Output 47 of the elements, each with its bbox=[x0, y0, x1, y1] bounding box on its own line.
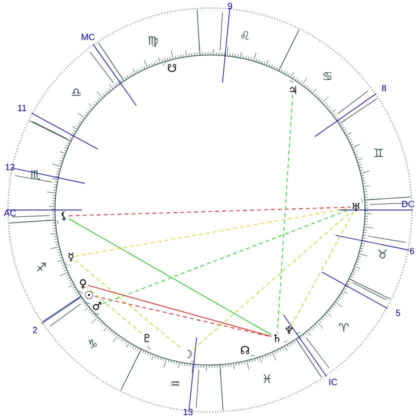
zodiac-sign: ♋ bbox=[323, 72, 332, 80]
planet-glyph: ☿ bbox=[68, 252, 74, 262]
aspect-line bbox=[291, 211, 354, 326]
planet-glyph: ♆ bbox=[285, 326, 292, 334]
zodiac-sign: ♌ bbox=[241, 31, 249, 40]
aspect-line bbox=[87, 288, 142, 334]
planet-glyph: ♇ bbox=[144, 334, 150, 342]
house-number: 12 bbox=[6, 164, 15, 170]
planet-glyph: ♅ bbox=[352, 203, 360, 211]
zodiac-sign: ♐ bbox=[37, 262, 46, 272]
aspect-line bbox=[87, 284, 272, 337]
house-number: DC bbox=[402, 200, 414, 208]
aspect-line bbox=[74, 260, 183, 350]
aspect-line bbox=[74, 208, 351, 257]
house-number: AC bbox=[4, 210, 16, 216]
house-number: 11 bbox=[18, 104, 26, 112]
house-number: 9 bbox=[228, 2, 232, 10]
aspect-line bbox=[68, 218, 272, 336]
zodiac-sign: ♈ bbox=[338, 323, 349, 332]
planet-glyph: ☽ bbox=[187, 350, 192, 358]
zodiac-sign: ♏ bbox=[30, 170, 40, 180]
house-number: MC bbox=[82, 34, 95, 40]
planet-glyph: ☊ bbox=[240, 346, 250, 354]
zodiac-sign: ♓ bbox=[264, 374, 271, 383]
planet-glyph: ☉ bbox=[85, 291, 93, 299]
planet-glyph: ☋ bbox=[168, 64, 176, 72]
planet-glyph: ♀ bbox=[80, 279, 86, 289]
house-number: 13 bbox=[184, 408, 193, 416]
planet-glyph: ⚸ bbox=[62, 211, 66, 221]
zodiac-sign: ♊ bbox=[374, 148, 383, 158]
zodiac-sign: ♑ bbox=[88, 339, 97, 348]
zodiac-sign: ♎ bbox=[72, 88, 81, 96]
house-number: 8 bbox=[382, 84, 386, 92]
house-number: 2 bbox=[32, 326, 38, 334]
house-number: IC bbox=[329, 378, 338, 386]
house-number: 5 bbox=[396, 310, 400, 316]
planet-glyph: ♄ bbox=[274, 334, 280, 342]
aspect-line bbox=[276, 94, 294, 334]
aspect-line bbox=[102, 208, 351, 304]
zodiac-sign: ♉ bbox=[378, 250, 387, 258]
aspect-line bbox=[193, 211, 351, 350]
zodiac-sign: ♍ bbox=[148, 36, 158, 47]
aspect-line bbox=[68, 206, 351, 216]
planet-glyph: ♃ bbox=[290, 86, 296, 94]
house-number: 6 bbox=[410, 248, 414, 254]
planet-glyph: ♂ bbox=[92, 302, 102, 310]
zodiac-sign: ♒ bbox=[170, 381, 180, 386]
